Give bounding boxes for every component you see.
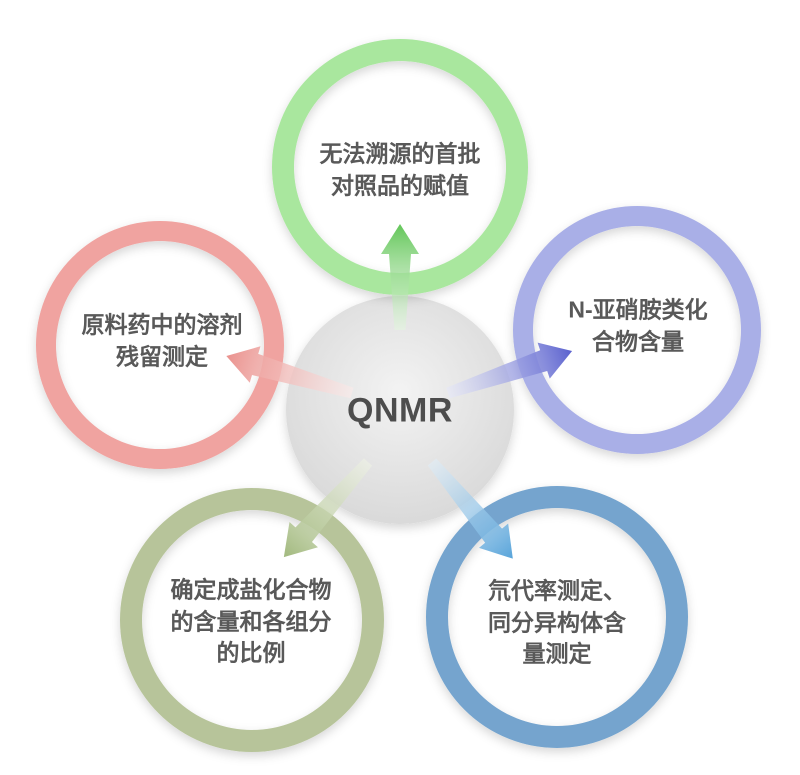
label-line: N-亚硝胺类化 [568, 296, 708, 323]
label-line: 原料药中的溶剂 [81, 311, 243, 338]
label-lower-right: 氘代率测定、 同分异构体含 量测定 [488, 575, 626, 670]
center-circle [286, 296, 514, 524]
label-upper-left: 原料药中的溶剂 残留测定 [82, 309, 243, 372]
label-line: 同分异构体含 [488, 609, 626, 636]
label-line: 氘代率测定、 [488, 577, 626, 604]
label-upper-right: N-亚硝胺类化 合物含量 [568, 294, 707, 357]
label-line: 无法溯源的首批 [319, 140, 481, 167]
center-label: QNMR [347, 391, 453, 430]
label-line: 残留测定 [116, 343, 208, 369]
label-line: 合物含量 [592, 328, 684, 354]
label-lower-left: 确定成盐化合物 的含量和各组分 的比例 [171, 574, 332, 669]
arrow-top [381, 224, 419, 330]
arrow-upper-left [226, 346, 354, 399]
label-line: 的含量和各组分 [170, 608, 332, 635]
label-top: 无法溯源的首批 对照品的赋值 [320, 138, 481, 201]
label-line: 确定成盐化合物 [170, 576, 332, 603]
label-line: 量测定 [522, 640, 592, 667]
label-line: 的比例 [216, 639, 286, 666]
ring-upper-right [513, 206, 761, 454]
ring-lower-left [120, 488, 384, 752]
label-line: 对照品的赋值 [331, 172, 469, 198]
ring-upper-left [36, 221, 284, 469]
arrow-lower-right [427, 458, 513, 559]
arrow-lower-left [283, 458, 373, 558]
arrow-upper-right [446, 342, 573, 399]
ring-lower-right [426, 486, 688, 748]
